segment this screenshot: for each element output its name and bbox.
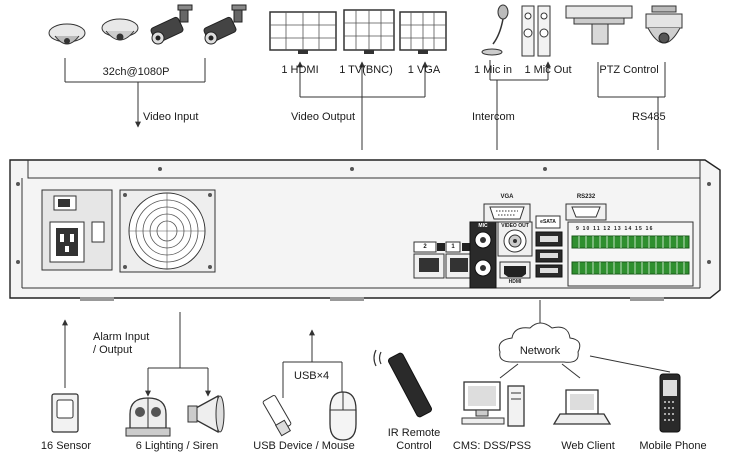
alarm-io-label: Alarm Input / Output (93, 331, 150, 356)
alarm-terminal-block (567, 221, 694, 287)
video-output-label: Video Output (291, 111, 356, 123)
video-input-lines (64, 58, 206, 127)
siren-horn-icon (187, 394, 225, 434)
video-output-tv-label: 1 TV(BNC) (339, 64, 393, 76)
esata-usb-block (535, 215, 563, 278)
rs485-label: RS485 (632, 111, 666, 123)
microphone-icon (481, 4, 509, 56)
mic-in-label: 1 Mic in (474, 64, 512, 76)
video-output-hdmi-label: 1 HDMI (281, 64, 319, 76)
network-cloud-icon (498, 322, 581, 363)
lan-port-1 (445, 241, 473, 279)
ir-remote-label: IR Remote Control (387, 427, 441, 452)
bnc-video-out-port (497, 221, 533, 257)
monitor-icon (399, 11, 447, 54)
dome-camera-icon (48, 23, 86, 45)
video-input-channels-label: 32ch@1080P (102, 66, 170, 78)
sensor-label: 16 Sensor (40, 440, 92, 452)
alarm-lines (62, 312, 211, 397)
dome-camera-icon (101, 18, 139, 41)
vga-port-label: VGA (500, 194, 514, 200)
audio-port-block (469, 221, 497, 289)
lan-port-2 (413, 241, 445, 279)
intercom-label: Intercom (472, 111, 515, 123)
lighting-siren-label: 6 Lighting / Siren (135, 440, 219, 452)
usb-device-label: USB Device / Mouse (253, 440, 355, 452)
rs232-port-label: RS232 (576, 194, 596, 200)
hdmi-port-label: HDMI (508, 279, 522, 285)
mic-out-label: 1 Mic Out (524, 64, 572, 76)
speed-dome-icon (645, 5, 683, 44)
bullet-camera-icon (203, 4, 247, 45)
video-input-label: Video Input (143, 111, 199, 123)
rs485-lines (597, 62, 666, 150)
intercom-lines (489, 60, 551, 150)
laptop-icon (552, 389, 612, 425)
power-supply-module (41, 189, 113, 271)
network-lines (499, 300, 671, 379)
sensor-icon (51, 393, 79, 433)
lan-1-label: 1 (451, 244, 455, 250)
mobile-phone-label: Mobile Phone (639, 440, 707, 452)
web-client-label: Web Client (561, 440, 615, 452)
usb-count-label: USB×4 (294, 370, 330, 382)
cms-label: CMS: DSS/PSS (452, 440, 532, 452)
esata-port-label: eSATA (540, 219, 556, 225)
speaker-icon (521, 5, 551, 57)
desktop-computer-icon (461, 381, 525, 427)
terminal-numbers-label: 9 10 11 12 13 14 15 16 (576, 226, 654, 232)
siren-light-icon (125, 397, 171, 437)
video-output-vga-label: 1 VGA (407, 64, 441, 76)
hdmi-port (499, 261, 531, 279)
usb-lines (282, 329, 343, 398)
video-out-port-label: VIDEO OUT (501, 223, 529, 229)
mobile-phone-icon (659, 373, 681, 433)
video-output-lines (297, 61, 428, 150)
mouse-icon (329, 391, 357, 441)
vga-port (483, 203, 531, 223)
ptz-decoder-icon (565, 5, 633, 45)
bullet-camera-icon (150, 4, 193, 45)
fan-grille (119, 189, 216, 273)
rs232-port (565, 203, 607, 221)
usb-stick-icon (262, 395, 292, 437)
tv-icon (343, 9, 395, 54)
mic-port-label: MIC (478, 223, 488, 229)
network-label: Network (519, 345, 561, 357)
ir-remote-icon (373, 349, 432, 418)
lan-2-label: 2 (423, 244, 427, 250)
ptz-control-label: PTZ Control (599, 64, 659, 76)
monitor-icon (269, 11, 337, 54)
